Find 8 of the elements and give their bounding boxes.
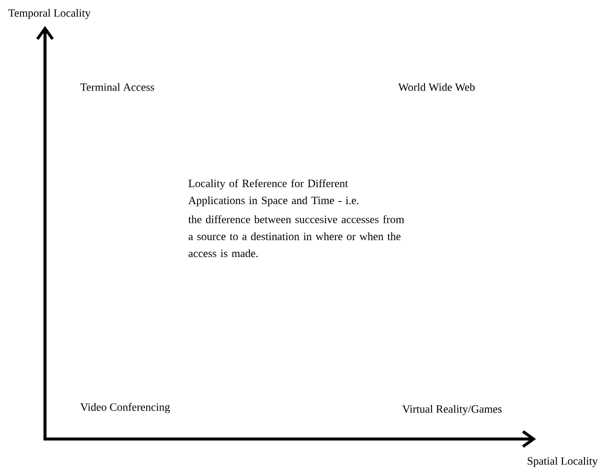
- description-text: Locality of Reference for Different Applications in Space and Time - i.e.: [188, 179, 358, 206]
- quadrant-label: Video Conferencing: [80, 402, 170, 414]
- quadrant-label: Virtual Reality/Games: [402, 404, 502, 416]
- description-text: the difference between succesive accesses from a source to a destination in where or when the access is made.: [188, 215, 404, 258]
- quadrant-label: World Wide Web: [398, 83, 475, 91]
- quadrant-label: Terminal Access: [80, 83, 154, 91]
- axis-label: Temporal Locality: [8, 8, 91, 20]
- axis-label: Spatial Locality: [528, 456, 598, 468]
